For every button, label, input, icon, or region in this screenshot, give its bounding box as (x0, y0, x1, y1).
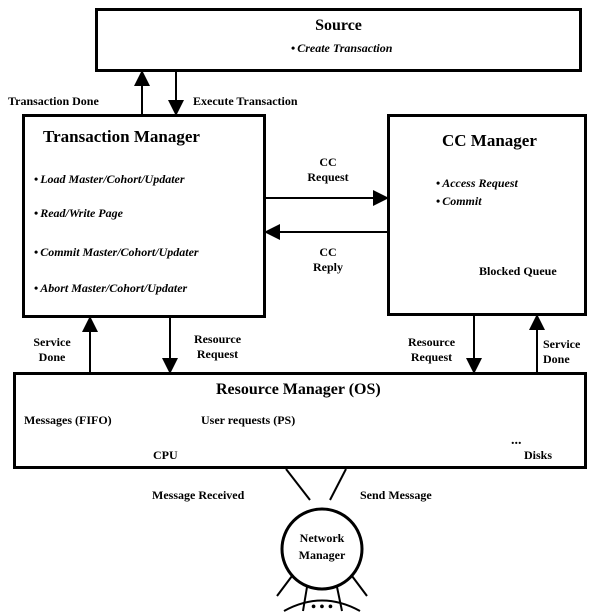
transaction-manager-box: Transaction Manager Load Master/Cohort/U… (22, 114, 266, 318)
network-dots: • • • (311, 600, 333, 615)
network-manager-title: Network Manager (282, 530, 362, 564)
resource-manager-box: Resource Manager (OS) Messages (FIFO) Us… (13, 372, 587, 469)
transaction-manager-title: Transaction Manager (43, 127, 200, 146)
network-manager-line2: Manager (298, 548, 346, 562)
blocked-queue-label: Blocked Queue (479, 264, 557, 278)
service-done-right-line1: Service (543, 337, 581, 351)
service-done-left-line1: Service (33, 335, 71, 349)
cc-manager-box: CC Manager Access Request Commit Blocked… (387, 114, 587, 316)
resource-request-right-line1: Resource (407, 335, 456, 349)
resource-request-right-label: Resource Request (394, 335, 469, 365)
tm-item-abort: Abort Master/Cohort/Updater (34, 281, 187, 296)
cc-item-access-request: Access Request (436, 176, 518, 191)
resource-request-right-line2: Request (410, 350, 453, 364)
disks-label: Disks (524, 448, 553, 462)
messages-fifo-label: Messages (FIFO) (24, 413, 112, 427)
execute-transaction-label: Execute Transaction (193, 94, 298, 108)
network-spoke-arc (283, 599, 361, 612)
send-message-line (329, 468, 347, 501)
source-box: Source Create Transaction (95, 8, 582, 72)
service-done-left-label: Service Done (22, 335, 82, 365)
cpu-label: CPU (153, 448, 178, 462)
message-received-label: Message Received (152, 488, 245, 502)
service-done-left-line2: Done (38, 350, 66, 364)
network-spoke (276, 575, 293, 597)
service-done-right-label: Service Done (543, 337, 580, 367)
tm-item-load: Load Master/Cohort/Updater (34, 172, 184, 187)
resource-request-left-label: Resource Request (180, 332, 255, 362)
cc-request-label-line1: CC (319, 155, 337, 169)
cc-reply-label-line2: Reply (313, 260, 343, 274)
tm-item-read-write: Read/Write Page (34, 206, 123, 221)
message-received-line (285, 468, 311, 501)
cc-request-label-line2: Request (307, 170, 349, 184)
network-manager-line1: Network (299, 531, 345, 545)
network-spoke (351, 575, 368, 597)
transaction-done-label: Transaction Done (8, 94, 99, 108)
disk-ellipsis: ... (511, 433, 522, 448)
cc-reply-label: CC Reply (298, 245, 358, 275)
send-message-label: Send Message (360, 488, 432, 502)
network-manager-node (280, 507, 364, 591)
source-item: Create Transaction (291, 41, 392, 56)
resource-request-left-line2: Request (196, 347, 239, 361)
cc-request-label: CC Request (298, 155, 358, 185)
network-spoke (336, 586, 343, 612)
user-requests-label: User requests (PS) (201, 413, 296, 427)
cc-reply-label-line1: CC (319, 245, 337, 259)
service-done-right-line2: Done (543, 352, 570, 366)
resource-manager-title: Resource Manager (OS) (216, 381, 381, 398)
cc-manager-title: CC Manager (442, 131, 537, 150)
resource-request-left-line1: Resource (193, 332, 242, 346)
network-spoke (302, 586, 308, 612)
cc-item-commit: Commit (436, 194, 481, 209)
source-title: Source (315, 17, 362, 34)
tm-item-commit: Commit Master/Cohort/Updater (34, 245, 198, 260)
